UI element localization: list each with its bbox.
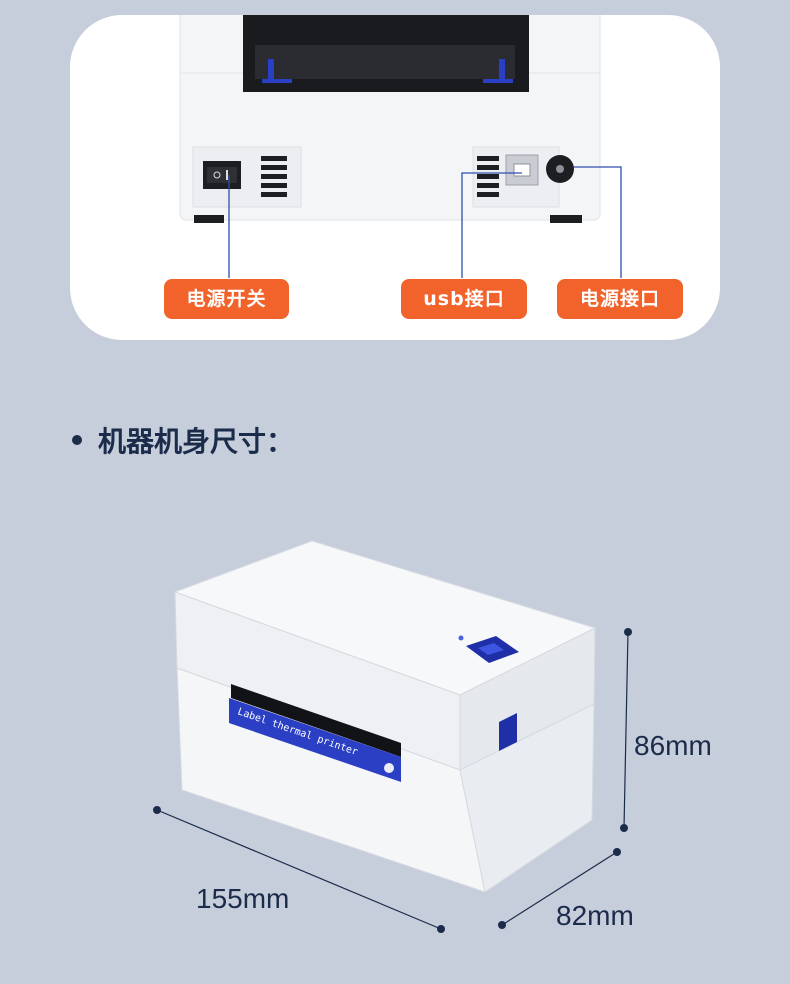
power-switch-callout: 电源开关	[164, 279, 289, 319]
depth-label: 82mm	[556, 900, 634, 931]
usb-port-callout: usb接口	[401, 279, 527, 319]
rear-view-card: 电源开关 usb接口 电源接口	[70, 15, 720, 340]
side-latch	[499, 713, 517, 751]
width-dimension-line	[156, 809, 442, 930]
label-strip	[229, 698, 401, 782]
left-paper-guide	[268, 59, 274, 83]
callout-leader-lines	[228, 166, 622, 278]
depth-dimension-line	[501, 851, 618, 926]
dimension-endpoints	[153, 628, 632, 933]
rear-foot-right	[550, 215, 582, 223]
right-vent	[477, 156, 499, 197]
left-vent	[261, 156, 287, 197]
bullet-dot	[72, 435, 82, 445]
power-port-callout: 电源接口	[557, 279, 683, 319]
width-label: 155mm	[196, 883, 290, 914]
height-dimension-line	[623, 631, 629, 829]
section-heading: 机器机身尺寸：	[72, 418, 294, 462]
brand-logo-icon	[384, 763, 394, 773]
dimension-lines	[156, 631, 629, 930]
status-led	[458, 635, 464, 641]
section-title-text: 机器机身尺寸：	[98, 425, 295, 458]
printer-base-side	[459, 703, 595, 893]
printer-rear-illustration	[179, 15, 622, 278]
front-paper-slot	[231, 684, 401, 757]
height-label: 86mm	[634, 730, 712, 761]
rear-foot-left	[194, 215, 224, 223]
right-paper-guide	[499, 59, 505, 83]
